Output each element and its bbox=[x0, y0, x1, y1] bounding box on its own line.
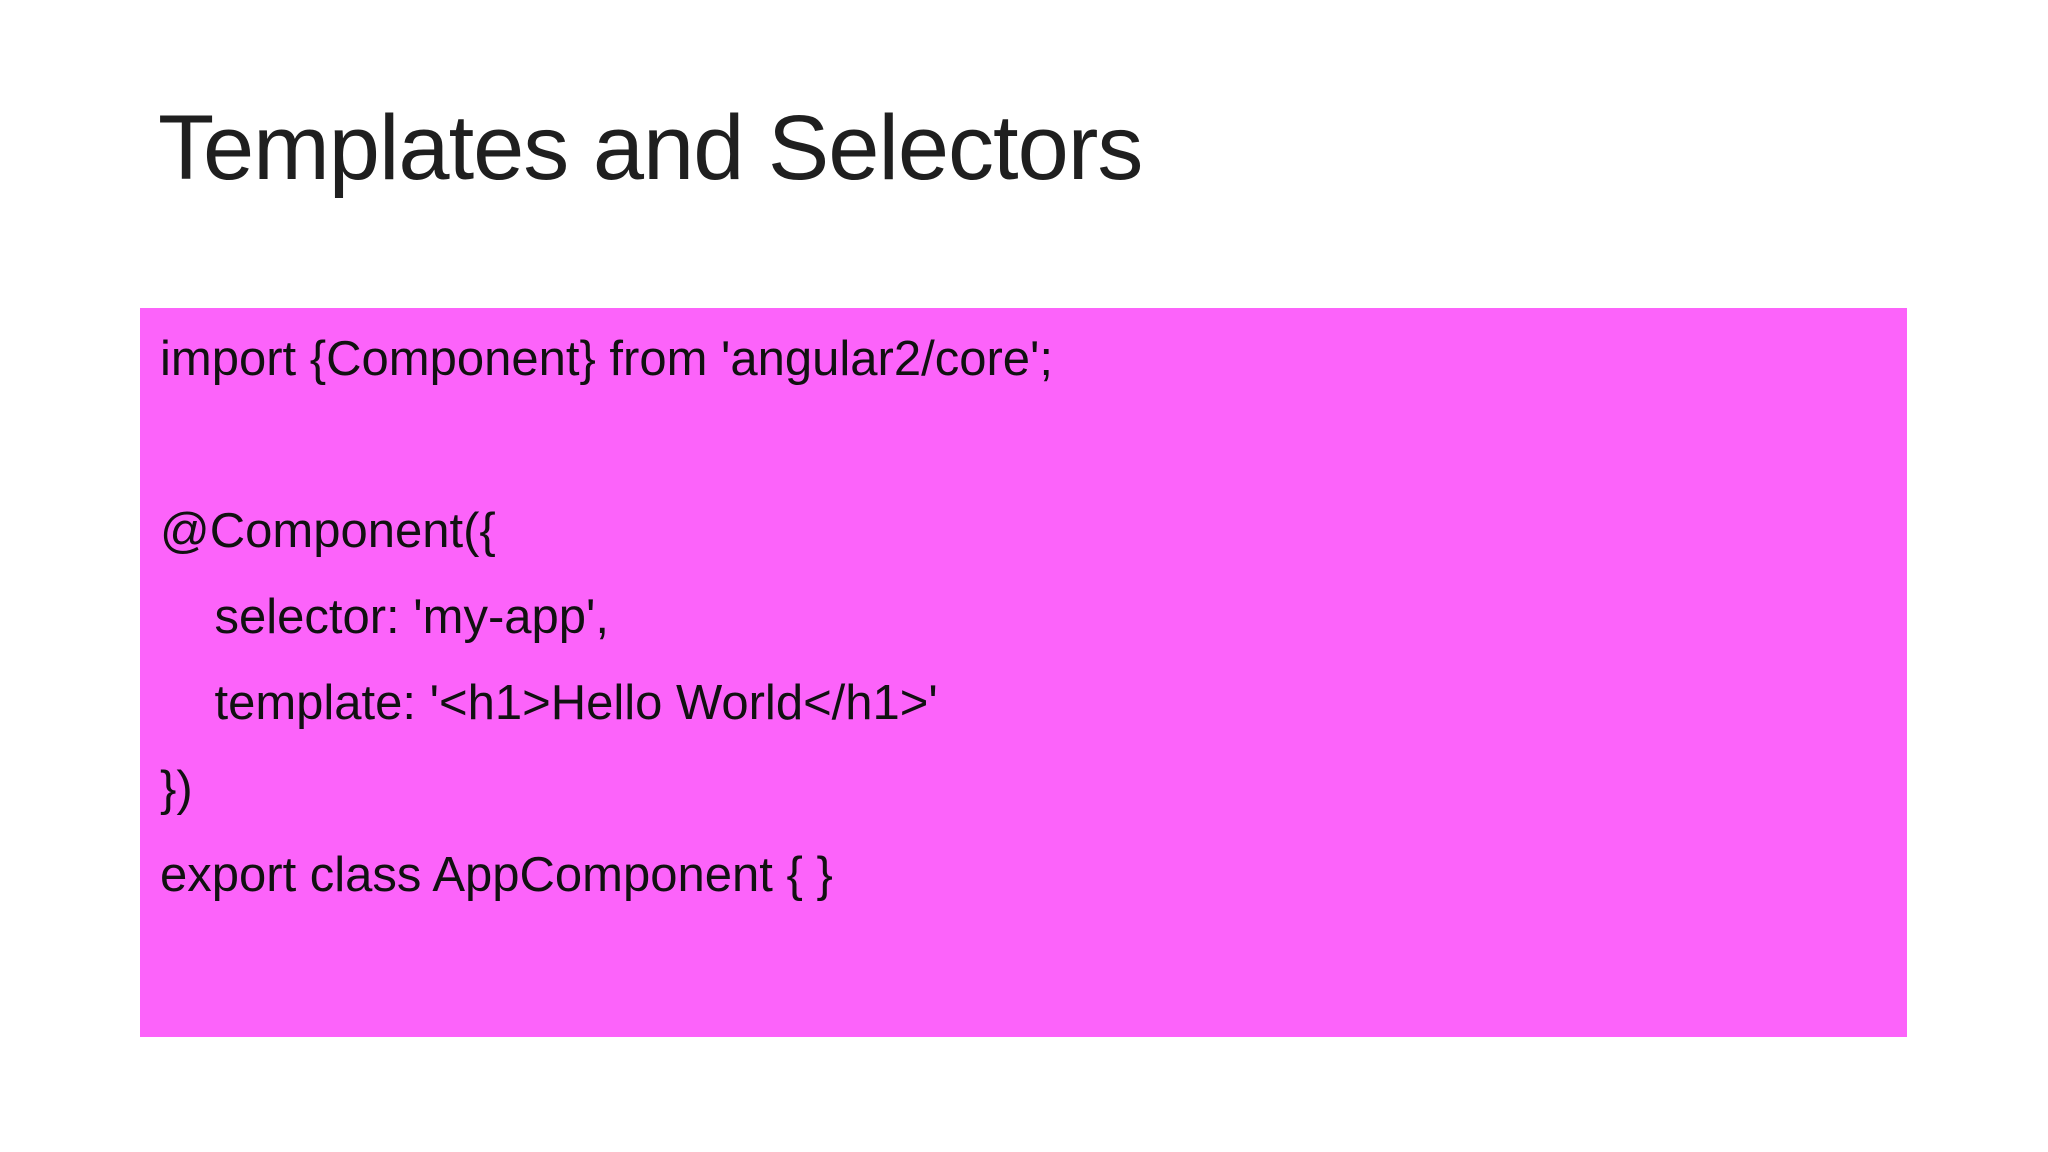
code-line: @Component({ bbox=[160, 504, 496, 558]
code-line: template: '<h1>Hello World</h1>' bbox=[160, 676, 938, 730]
code-line: import {Component} from 'angular2/core'; bbox=[160, 332, 1054, 386]
slide-title: Templates and Selectors bbox=[158, 97, 1143, 199]
code-line: }) bbox=[160, 762, 193, 816]
code-line bbox=[160, 402, 1887, 488]
code-block: import {Component} from 'angular2/core';… bbox=[140, 308, 1907, 1037]
code-line: selector: 'my-app', bbox=[160, 590, 609, 644]
code-line: export class AppComponent { } bbox=[160, 848, 833, 902]
